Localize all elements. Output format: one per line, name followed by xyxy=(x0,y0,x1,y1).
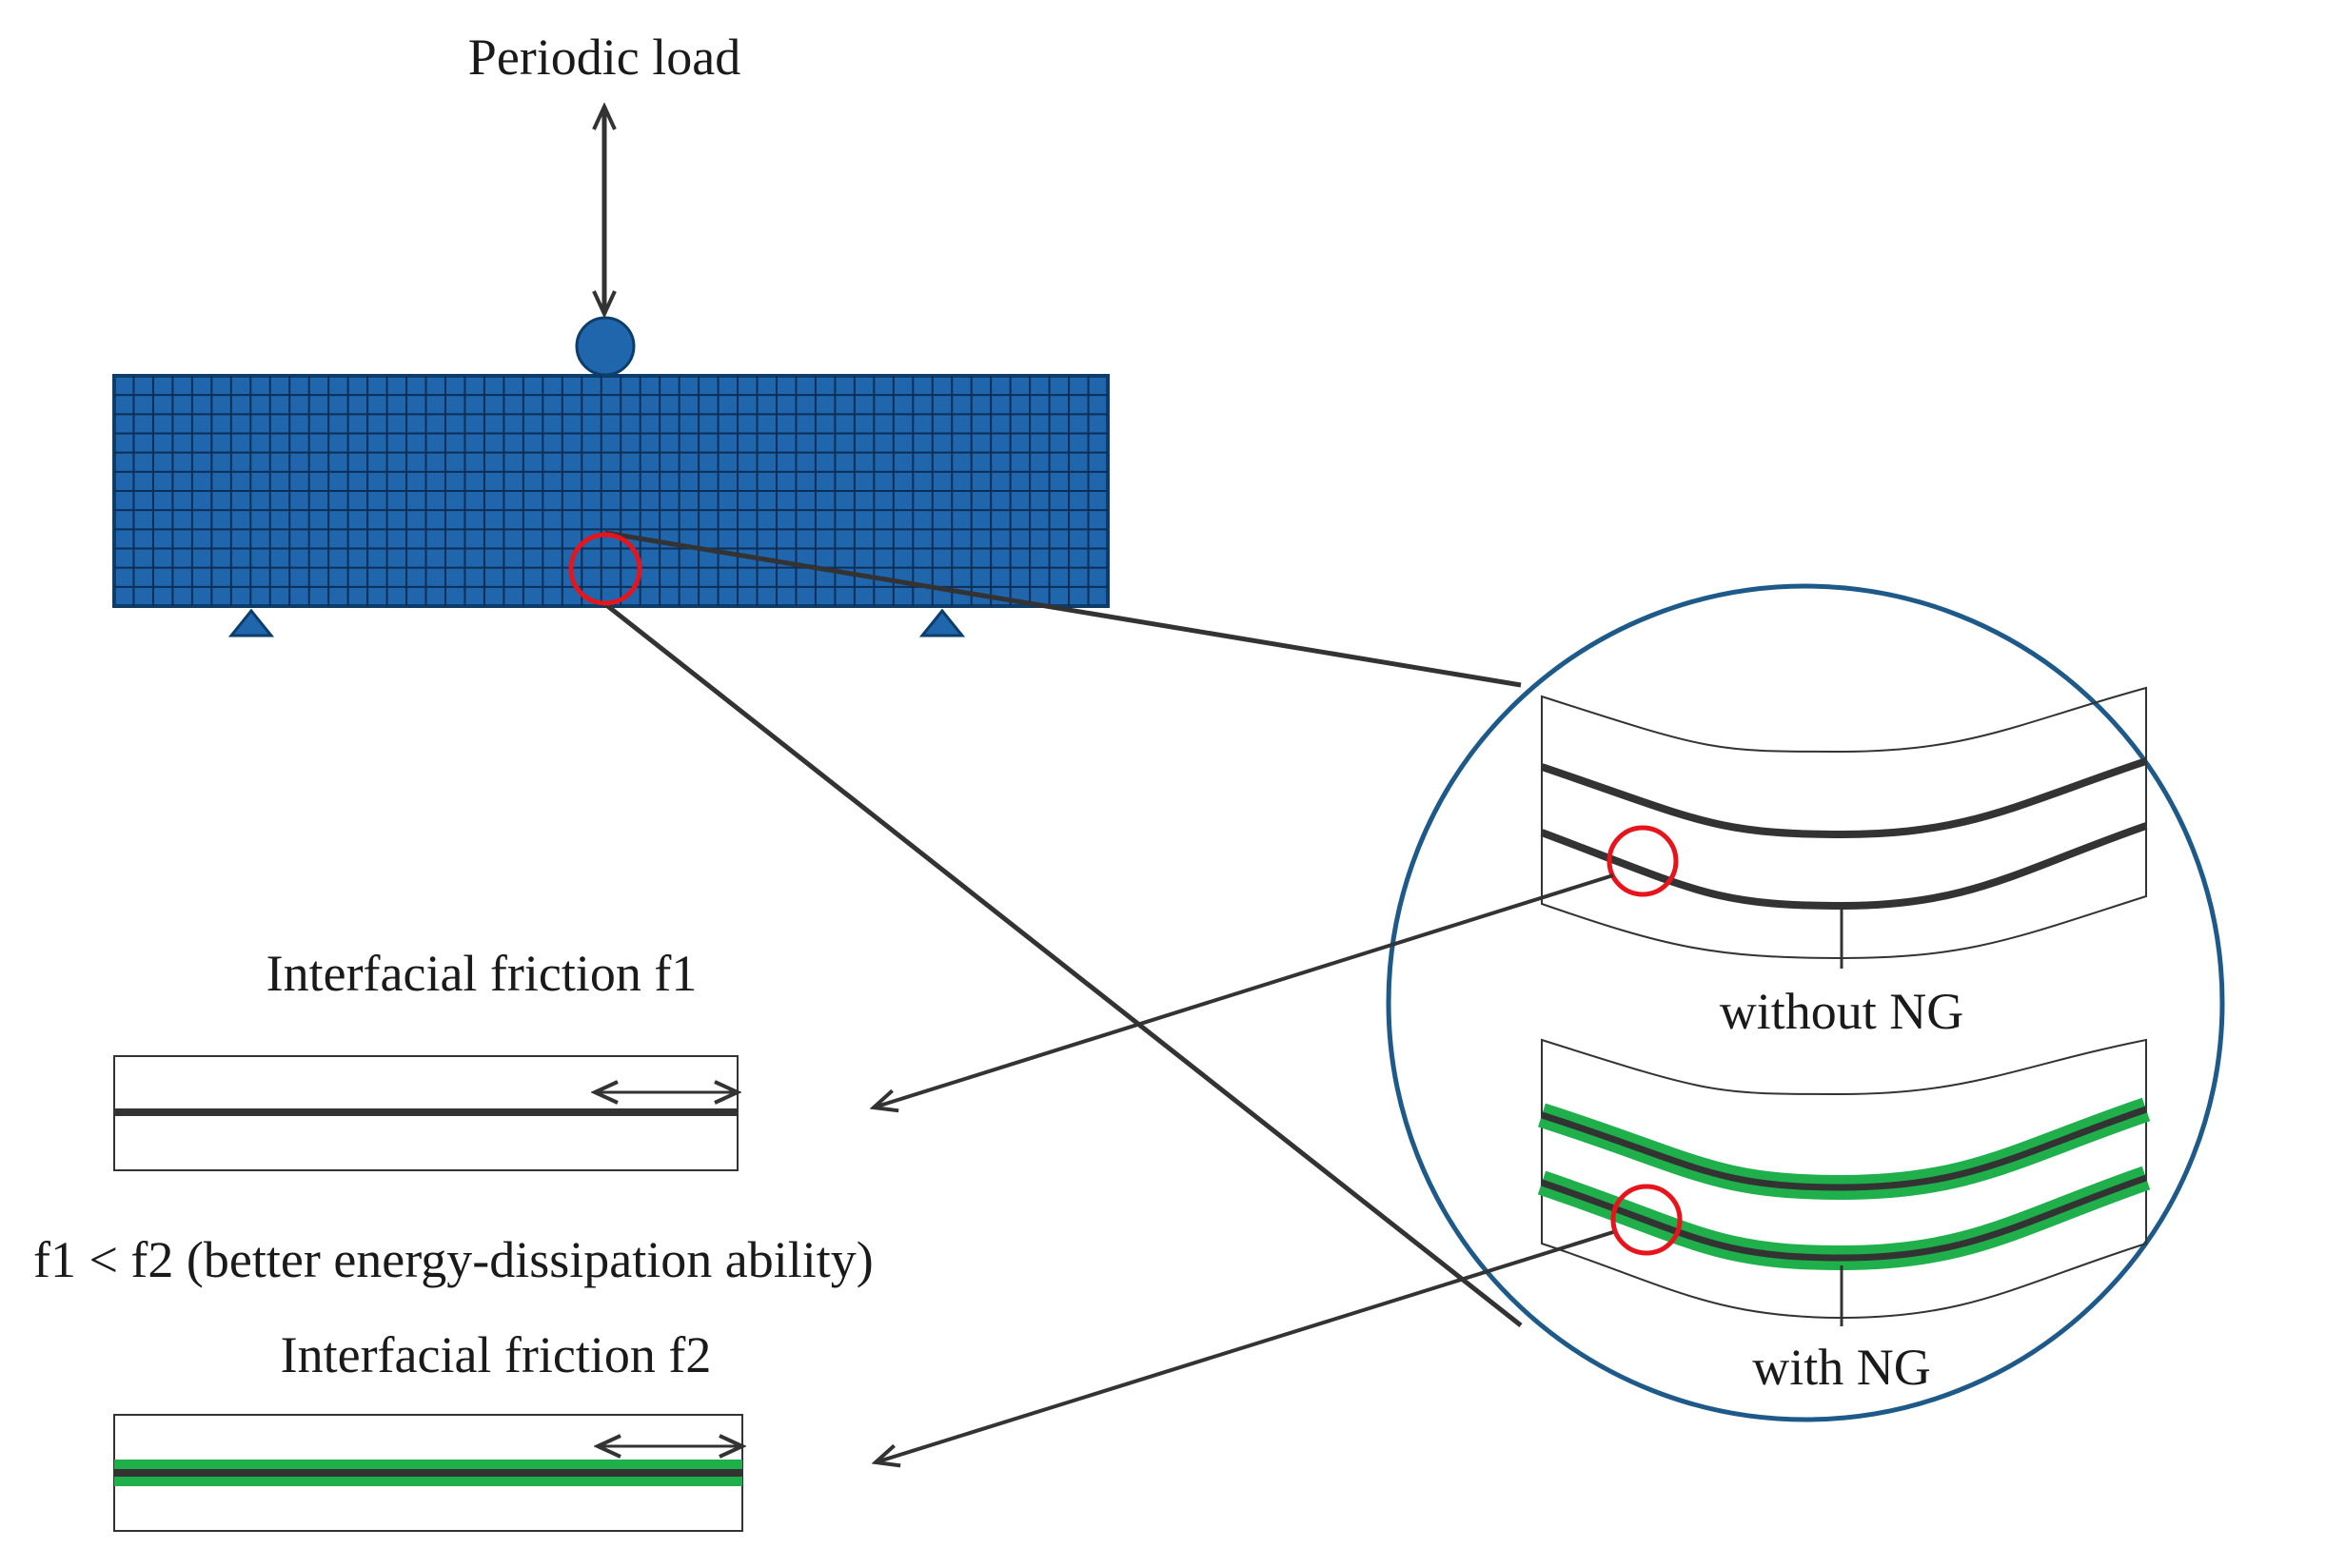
comparison-label: f1 < f2 (better energy-dissipation abili… xyxy=(33,1231,874,1288)
without-ng-label: without NG xyxy=(1720,983,1964,1040)
panel-without-ng: without NG xyxy=(1540,686,2148,1040)
fiber-upper-ng xyxy=(1540,1106,2148,1191)
zoom-leader-upper xyxy=(604,530,1522,688)
fiber-upper xyxy=(1540,757,2148,839)
friction-f2-label: Interfacial friction f2 xyxy=(281,1326,712,1383)
interface-highlight-without-ng xyxy=(1607,825,1679,897)
fiber-lower xyxy=(1540,822,2148,911)
arrow-to-friction-f1 xyxy=(874,873,1614,1107)
panel-with-ng-frame xyxy=(1541,1038,2147,1320)
right-support xyxy=(918,608,966,637)
with-ng-label: with NG xyxy=(1752,1339,1931,1396)
zoom-leader-lower xyxy=(603,602,1523,1327)
panel-without-ng-frame xyxy=(1541,686,2147,960)
left-support xyxy=(227,608,275,637)
load-roller xyxy=(575,316,636,377)
beam-highlight-circle xyxy=(568,532,642,606)
friction-f1-label: Interfacial friction f1 xyxy=(266,945,698,1002)
periodic-load-label: Periodic load xyxy=(468,29,740,86)
panel-with-ng: with NG xyxy=(1537,1038,2151,1396)
interface-highlight-with-ng xyxy=(1610,1184,1683,1256)
fiber-lower-ng xyxy=(1540,1174,2148,1262)
arrow-to-friction-f2 xyxy=(876,1230,1614,1462)
beam-mesh xyxy=(114,376,1108,606)
beam xyxy=(112,374,1110,608)
